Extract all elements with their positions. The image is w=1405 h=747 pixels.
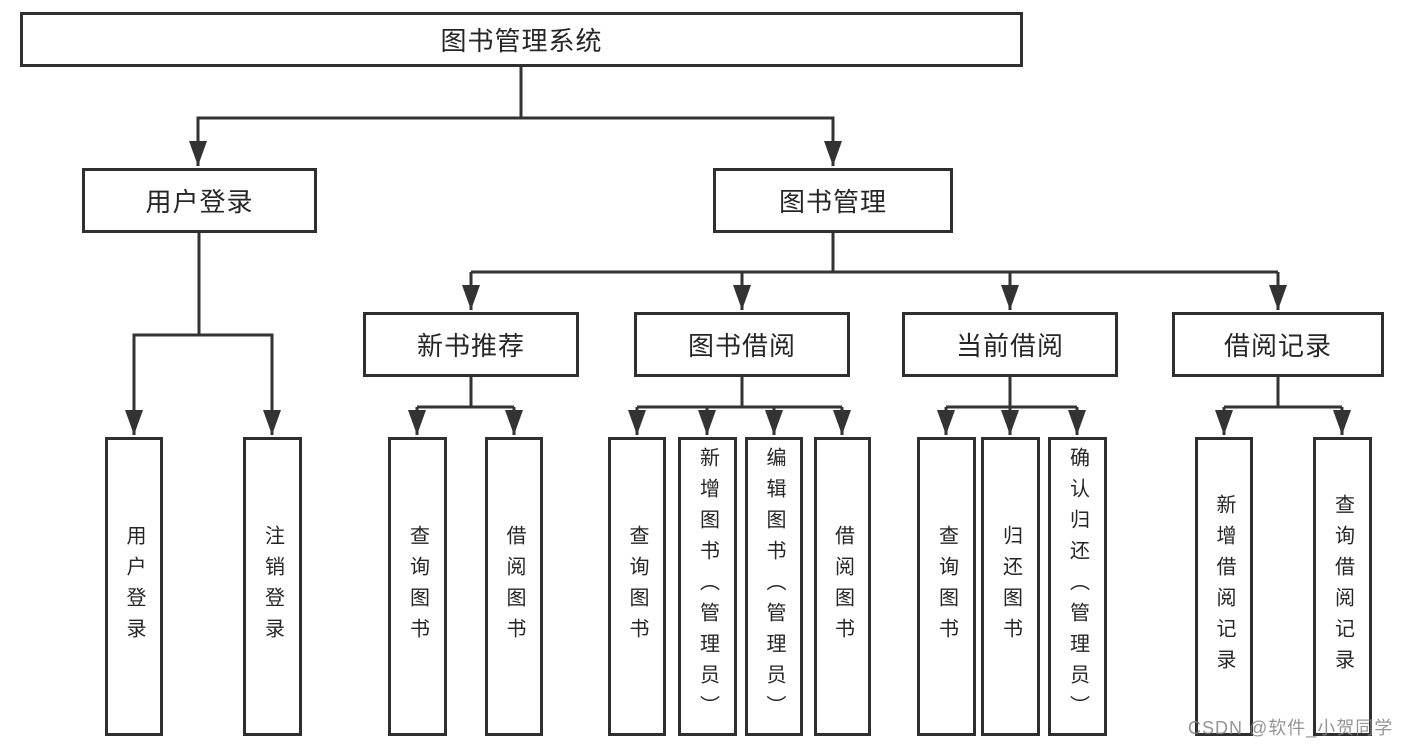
label: 确认归还（管理员） <box>1066 447 1089 726</box>
edge-user-login-children <box>125 233 281 435</box>
edge-book-borrow-children <box>628 377 851 435</box>
label: 用户登录 <box>145 187 254 217</box>
leaf-logout: 注销登录 <box>243 437 302 736</box>
label: 当前借阅 <box>955 331 1064 361</box>
leaf-query-books-current: 查询图书 <box>917 437 976 736</box>
label: 借阅图书 <box>831 524 854 649</box>
edge-root-to-level2 <box>189 67 842 166</box>
label: 归还图书 <box>999 524 1022 649</box>
label: 新增图书（管理员） <box>696 447 719 726</box>
label: 新增借阅记录 <box>1213 493 1235 680</box>
leaf-query-books-recommend: 查询图书 <box>388 437 447 736</box>
label: 查询借阅记录 <box>1331 493 1354 680</box>
leaf-add-book-admin: 新增图书（管理员） <box>678 437 737 736</box>
label: 查询图书 <box>626 524 648 649</box>
label: 新书推荐 <box>416 331 525 361</box>
leaf-user-login: 用户登录 <box>105 437 163 736</box>
leaf-query-books-borrow: 查询图书 <box>608 437 666 736</box>
edge-new-book-children <box>408 377 523 435</box>
edge-current-borrow-children <box>937 377 1086 435</box>
leaf-query-borrow-record: 查询借阅记录 <box>1313 437 1372 736</box>
label: 图书管理 <box>778 187 887 217</box>
label: 注销登录 <box>261 524 284 649</box>
label: 查询图书 <box>406 524 429 649</box>
label: 借阅记录 <box>1223 331 1332 361</box>
leaf-borrow-books: 借阅图书 <box>814 437 871 736</box>
label: 图书借阅 <box>687 331 796 361</box>
node-borrow-records: 借阅记录 <box>1172 312 1384 377</box>
leaf-confirm-return-admin: 确认归还（管理员） <box>1048 437 1107 736</box>
node-library-management-system: 图书管理系统 <box>20 12 1023 67</box>
label: 借阅图书 <box>503 524 525 649</box>
csdn-watermark: CSDN @软件_小贺同学 <box>1188 718 1394 738</box>
leaf-return-book: 归还图书 <box>981 437 1040 736</box>
edge-book-management-to-level3 <box>462 233 1287 310</box>
leaf-edit-book-admin: 编辑图书（管理员） <box>745 437 803 736</box>
node-current-borrow: 当前借阅 <box>902 312 1118 377</box>
node-book-borrow: 图书借阅 <box>634 312 850 377</box>
label: 用户登录 <box>123 524 145 649</box>
leaf-add-borrow-record: 新增借阅记录 <box>1195 437 1253 736</box>
edge-borrow-records-children <box>1215 377 1351 435</box>
node-book-management: 图书管理 <box>713 168 953 233</box>
label: 查询图书 <box>935 524 958 649</box>
node-new-book-recommendation: 新书推荐 <box>363 312 579 377</box>
leaf-borrow-books-recommend: 借阅图书 <box>485 437 543 736</box>
node-user-login: 用户登录 <box>82 168 317 233</box>
label: 图书管理系统 <box>440 26 603 56</box>
label: 编辑图书（管理员） <box>763 447 785 726</box>
